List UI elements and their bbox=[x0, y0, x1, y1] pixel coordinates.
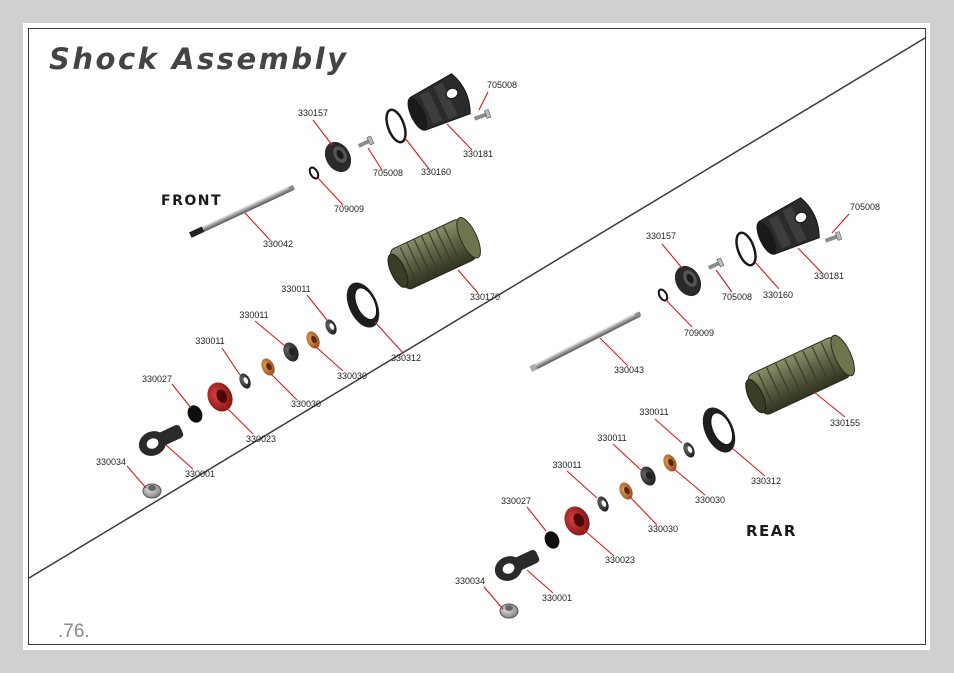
rear-part-number-label: 330030 bbox=[648, 524, 678, 534]
rear-part-number-label: 705008 bbox=[850, 202, 880, 212]
bushing-orange bbox=[619, 482, 633, 500]
rear-part-number-label: 330011 bbox=[552, 460, 581, 470]
rear-part-number-label: 330030 bbox=[695, 495, 725, 505]
page-title: Shock Assembly bbox=[49, 42, 349, 76]
piston-red bbox=[207, 382, 233, 412]
shock-body bbox=[745, 334, 855, 415]
screw bbox=[357, 135, 375, 148]
rear-part-number-label: 330043 bbox=[614, 365, 644, 375]
front-part-number-label: 705008 bbox=[373, 168, 403, 178]
rear-part-number-label: 330011 bbox=[639, 407, 668, 417]
front-part-number-label: 330011 bbox=[239, 310, 268, 320]
front-part-number-label: 705008 bbox=[487, 80, 517, 90]
spring-collar bbox=[702, 407, 736, 453]
section-divider bbox=[28, 37, 926, 579]
manual-page bbox=[23, 23, 930, 650]
seal bbox=[187, 405, 203, 423]
spacer bbox=[283, 342, 299, 362]
o-ring bbox=[385, 108, 407, 144]
ball-stud-nut bbox=[499, 603, 519, 619]
spacer bbox=[325, 319, 337, 335]
ball-stud-nut bbox=[142, 483, 162, 499]
rear-part-number-label: 330181 bbox=[814, 271, 844, 281]
spacer bbox=[597, 496, 609, 512]
front-part-number-label: 330170 bbox=[470, 292, 500, 302]
front-section-label: FRONT bbox=[161, 193, 223, 209]
front-part-number-label: 330034 bbox=[96, 457, 126, 467]
seal bbox=[544, 531, 560, 549]
shock-cap bbox=[407, 73, 471, 131]
rear-part-number-label: 330312 bbox=[751, 476, 781, 486]
bushing-orange bbox=[306, 331, 320, 349]
screw bbox=[707, 257, 725, 270]
front-part-number-label: 330042 bbox=[263, 239, 293, 249]
rear-part-number-label: 330160 bbox=[763, 290, 793, 300]
front-part-number-label: 330030 bbox=[291, 399, 321, 409]
front-part-number-label: 330312 bbox=[391, 353, 421, 363]
spacer bbox=[239, 373, 251, 389]
page-frame bbox=[28, 28, 926, 645]
front-part-number-label: 330011 bbox=[281, 284, 310, 294]
front-part-number-label: 330030 bbox=[337, 371, 367, 381]
spacer bbox=[640, 466, 656, 486]
e-clip bbox=[657, 288, 669, 302]
shock-shaft bbox=[189, 184, 295, 238]
shock-body bbox=[387, 217, 481, 290]
rear-part-number-label: 330034 bbox=[455, 576, 485, 586]
rod-end bbox=[494, 549, 540, 581]
cap-bushing bbox=[674, 265, 702, 297]
rear-part-number-label: 330027 bbox=[501, 496, 531, 506]
front-part-number-label: 330160 bbox=[421, 167, 451, 177]
front-part-number-label: 330001 bbox=[185, 469, 215, 479]
front-part-number-label: 330011 bbox=[195, 336, 224, 346]
o-ring bbox=[735, 231, 757, 267]
rear-part-number-label: 705008 bbox=[722, 292, 752, 302]
front-part-number-label: 330023 bbox=[246, 434, 276, 444]
front-part-labels: 705008 330157 705008 330160 330181 709009 3300… bbox=[96, 80, 517, 479]
front-part-number-label: 330027 bbox=[142, 374, 172, 384]
rear-part-number-label: 709009 bbox=[684, 328, 714, 338]
shock-cap bbox=[756, 197, 820, 255]
screw bbox=[473, 109, 492, 121]
piston-red bbox=[564, 506, 590, 536]
rear-shock-parts bbox=[483, 197, 855, 619]
screw bbox=[824, 231, 843, 243]
page-number: .76. bbox=[58, 621, 90, 642]
rod-end bbox=[138, 424, 184, 456]
front-part-number-label: 330181 bbox=[463, 149, 493, 159]
spacer bbox=[683, 442, 695, 458]
front-part-number-label: 330157 bbox=[298, 108, 328, 118]
bushing-orange bbox=[261, 358, 275, 376]
rear-part-labels: 705008 330157 705008 330160 330181 709009 3300… bbox=[455, 202, 880, 603]
rear-part-number-label: 330157 bbox=[646, 231, 676, 241]
rear-part-number-label: 330011 bbox=[597, 433, 626, 443]
bushing-orange bbox=[663, 454, 677, 472]
shock-shaft bbox=[529, 311, 642, 372]
rear-part-number-label: 330155 bbox=[830, 418, 860, 428]
cap-bushing bbox=[324, 141, 352, 173]
rear-part-number-label: 330023 bbox=[605, 555, 635, 565]
rear-section-label: REAR bbox=[746, 522, 797, 540]
spring-collar bbox=[346, 282, 380, 328]
front-shock-parts bbox=[126, 73, 492, 499]
front-part-number-label: 709009 bbox=[334, 204, 364, 214]
rear-part-number-label: 330001 bbox=[542, 593, 572, 603]
e-clip bbox=[308, 166, 320, 180]
